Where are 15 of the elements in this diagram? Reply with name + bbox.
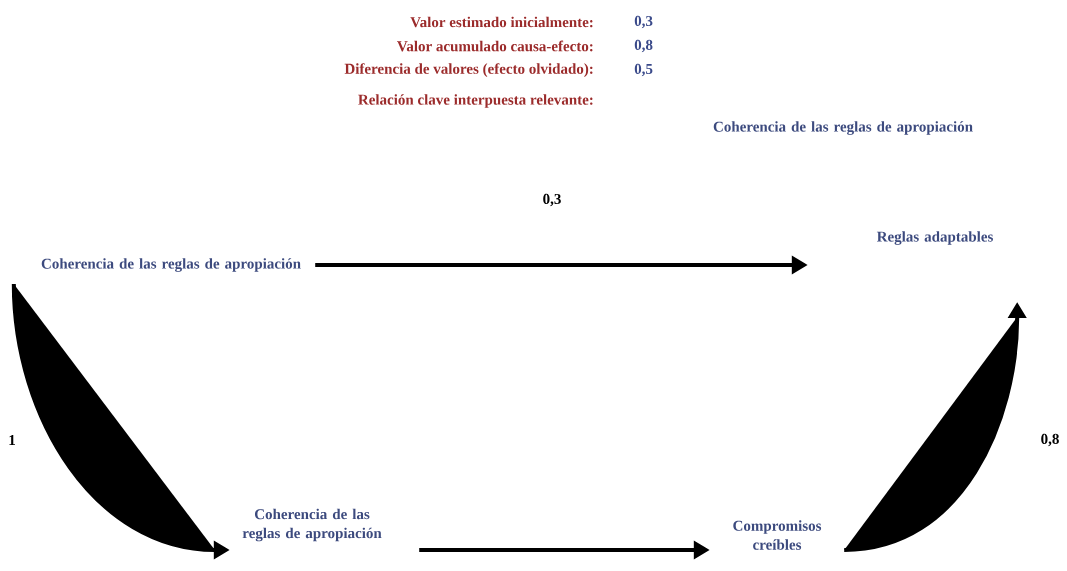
node-text: Coherencia de las reglas de apropiación	[41, 258, 301, 272]
label-text: 0,8	[634, 39, 653, 53]
label-text: 0,3	[634, 15, 653, 29]
node-text: Reglas adaptables	[876, 231, 993, 245]
edge-label: 1	[7, 434, 17, 446]
label-text: Valor estimado inicialmente:	[410, 16, 593, 28]
edge-label: 0,3	[541, 192, 563, 208]
edge-label: 0,8	[1039, 432, 1061, 448]
label-text: 0,5	[634, 63, 653, 77]
node-text: Coherencia de las reglas de apropiación	[242, 508, 382, 542]
label-text: Coherencia de las reglas de apropiación	[713, 121, 973, 135]
label-text: Diferencia de valores (efecto olvidado):	[344, 63, 593, 77]
label-text: Valor acumulado causa-efecto:	[397, 40, 593, 52]
node-text: Compromisos creíbles	[733, 520, 822, 550]
label-text: Relación clave interpuesta relevante:	[358, 94, 593, 108]
